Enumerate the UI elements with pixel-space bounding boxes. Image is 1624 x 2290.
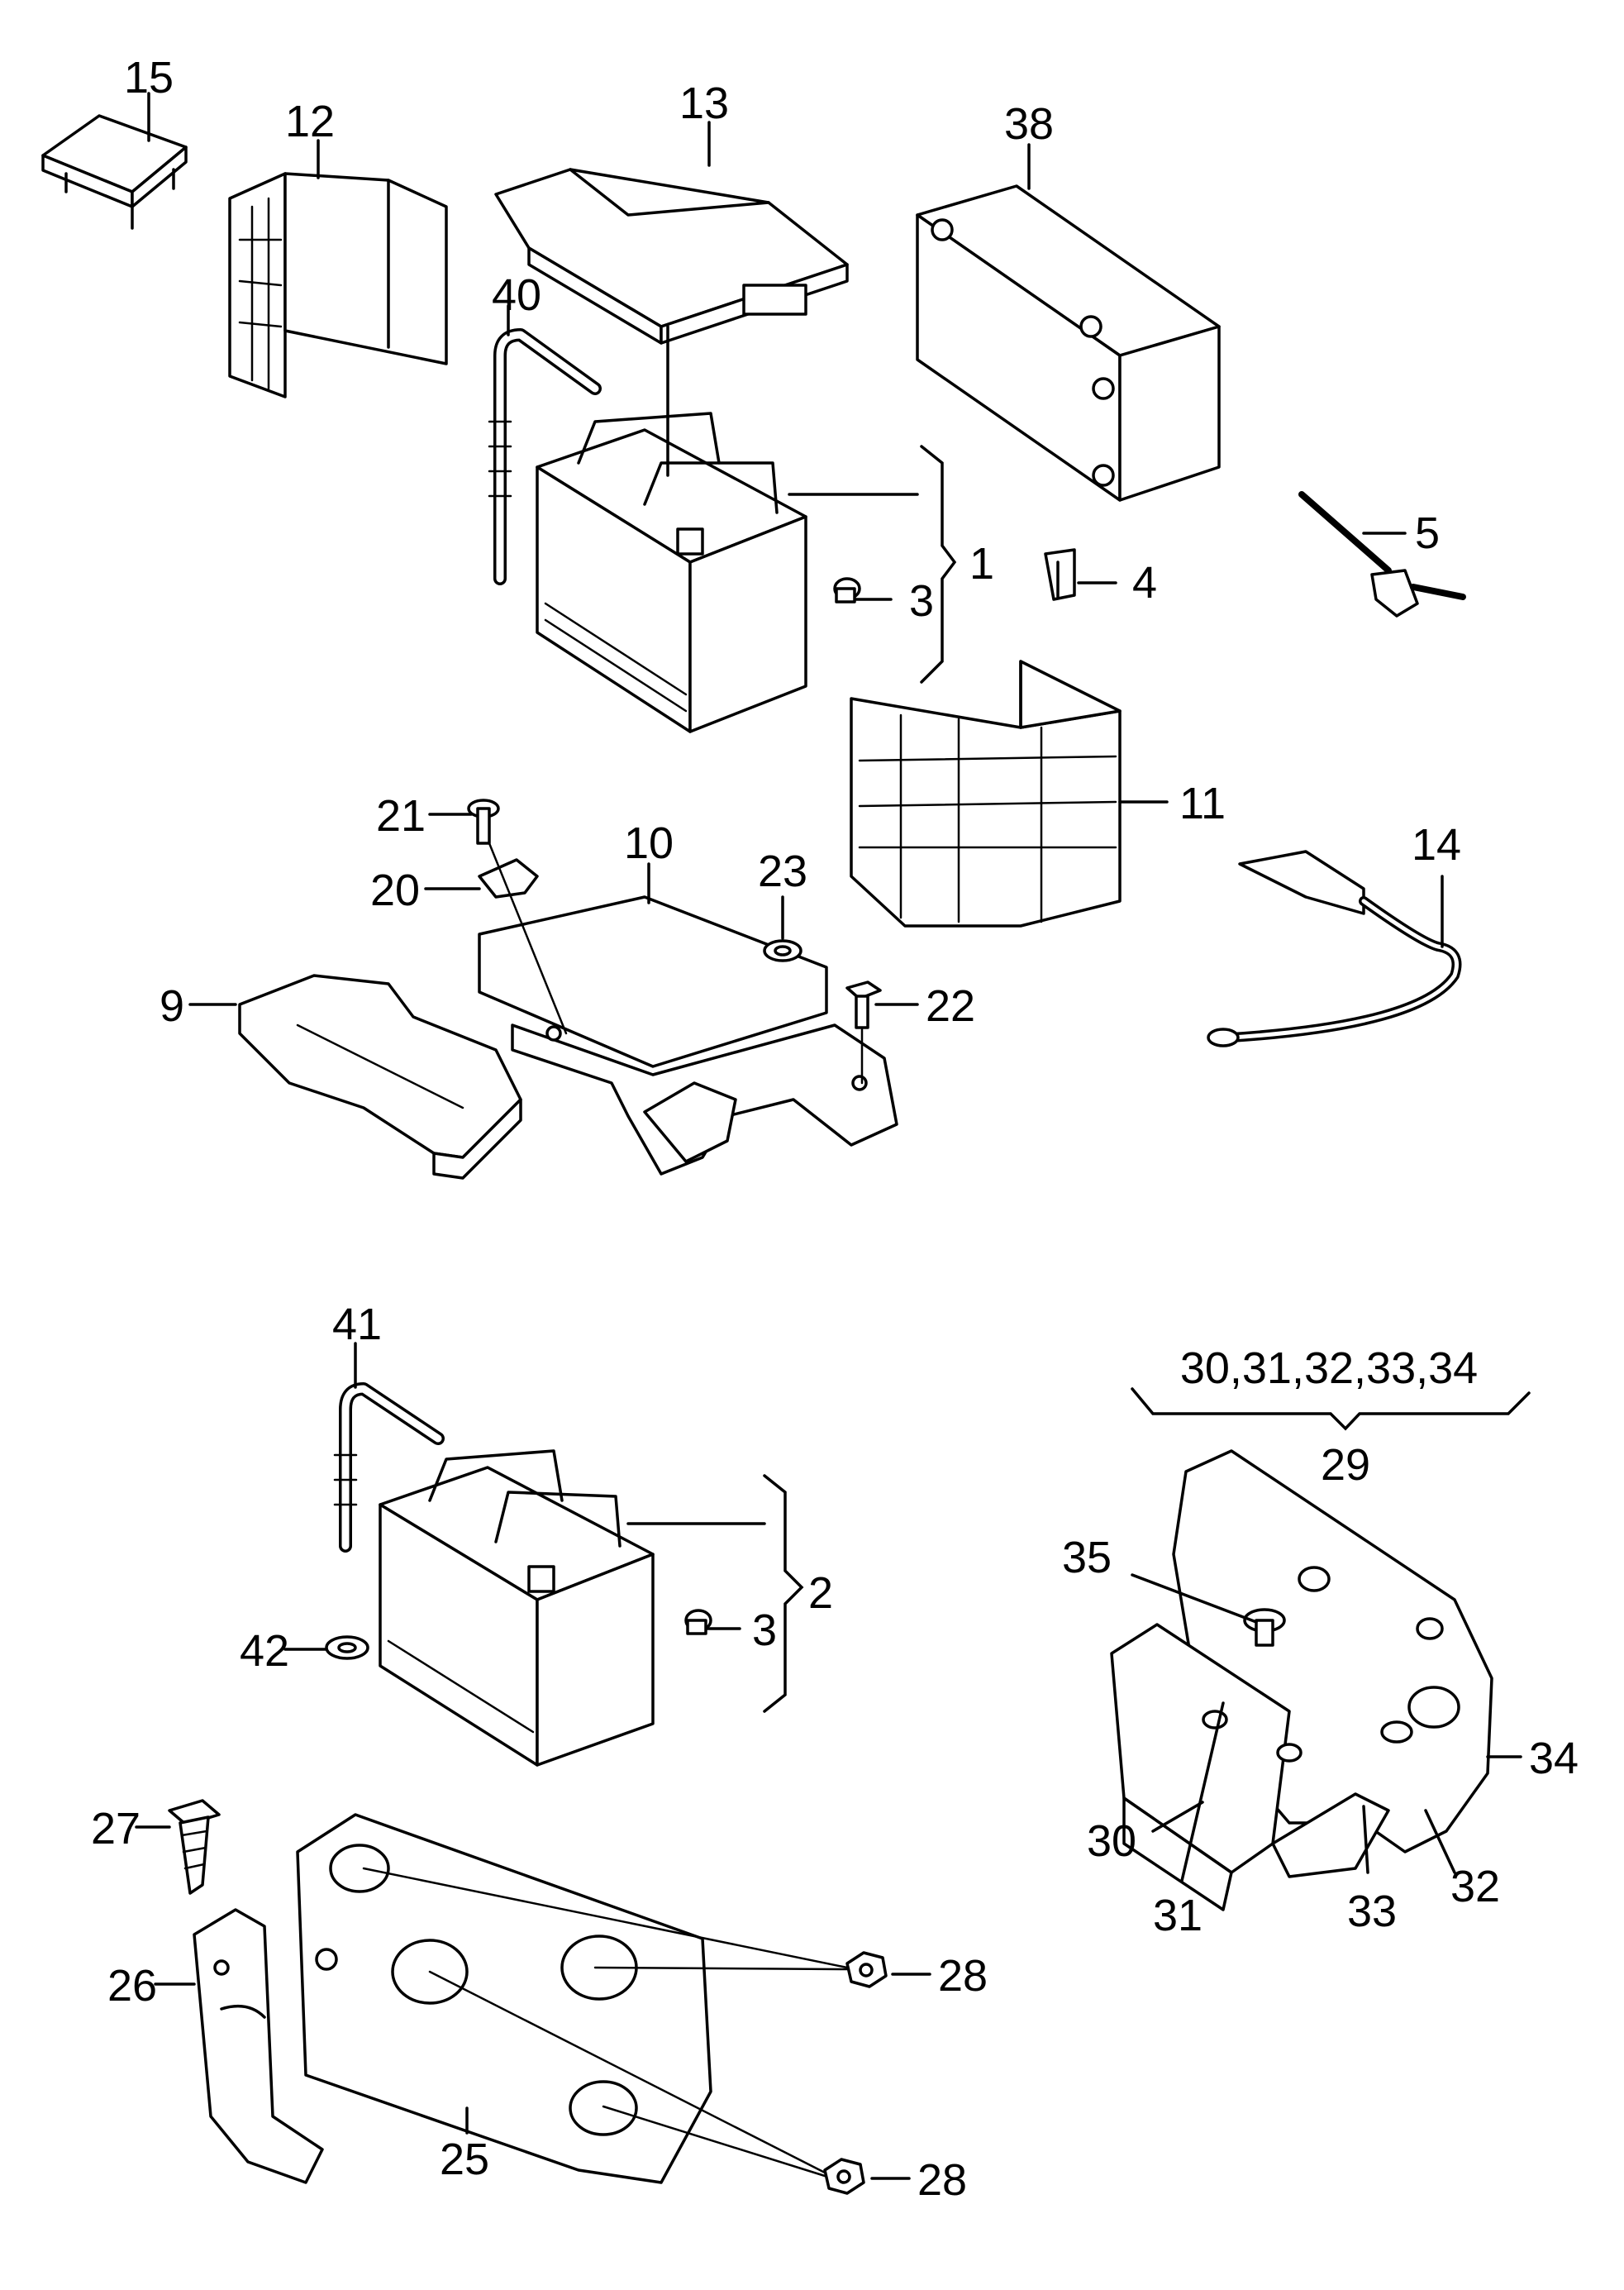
callout-11: 11	[1179, 779, 1226, 828]
callout-20: 20	[370, 866, 420, 915]
callout-28-upper: 28	[938, 1951, 988, 2001]
part-14-ground-cable	[1207, 850, 1462, 1047]
callout-34: 34	[1529, 1734, 1579, 1783]
callout-26: 26	[107, 1961, 157, 2011]
callout-30: 30	[1087, 1816, 1136, 1866]
part-26-bracket	[193, 1908, 324, 2184]
callout-29-group: 30,31,32,33,34	[1180, 1343, 1478, 1393]
part-20-clamp	[478, 858, 539, 899]
part-2-battery	[379, 1449, 655, 1767]
callout-35: 35	[1062, 1533, 1112, 1582]
callout-13: 13	[679, 79, 729, 128]
part-38-insulation-box	[916, 184, 1221, 502]
part-29-fuse-holder	[1110, 1449, 1493, 1911]
part-10-battery-tray	[478, 895, 898, 1176]
callout-42: 42	[240, 1626, 289, 1676]
part-42-washer	[325, 1635, 369, 1660]
callout-23: 23	[758, 847, 807, 896]
part-12-insulation-sleeve	[228, 172, 448, 398]
part-5-sensor	[1298, 491, 1466, 618]
part-1-battery	[536, 412, 807, 733]
callout-40: 40	[492, 270, 541, 320]
callout-5: 5	[1415, 508, 1440, 558]
callout-25: 25	[440, 2135, 489, 2184]
callout-29: 29	[1321, 1440, 1370, 1490]
callout-3-lower: 3	[752, 1605, 777, 1655]
callout-14: 14	[1412, 820, 1461, 870]
callout-28-lower: 28	[917, 2155, 967, 2205]
callout-41: 41	[332, 1300, 382, 1349]
part-40-vent-hose	[488, 328, 602, 585]
callout-22: 22	[926, 981, 975, 1031]
part-9-cover	[238, 974, 522, 1180]
part-27-bolt	[168, 1799, 221, 1895]
callout-2: 2	[808, 1568, 833, 1618]
callout-9: 9	[160, 981, 184, 1031]
part-35-screw	[1243, 1608, 1286, 1647]
part-4-clip	[1044, 548, 1076, 601]
callout-4: 4	[1132, 558, 1157, 608]
callout-1: 1	[969, 539, 994, 589]
part-28-nut-upper	[845, 1951, 888, 1988]
part-25-cover	[296, 1813, 712, 2184]
callout-31: 31	[1153, 1891, 1203, 1940]
part-28-nut-lower	[823, 2158, 865, 2195]
part-11-insulation-sleeve	[850, 660, 1122, 928]
part-13-battery-cover	[494, 168, 849, 345]
callout-38: 38	[1004, 99, 1054, 149]
part-41-vent-hose	[333, 1382, 445, 1553]
callout-21: 21	[376, 791, 426, 841]
part-21-bolt	[467, 799, 500, 845]
part-15-cap	[41, 114, 188, 230]
part-3-screw-plug	[833, 577, 861, 604]
callout-32: 32	[1450, 1862, 1500, 1911]
callout-12: 12	[285, 97, 335, 146]
part-23-washer	[763, 939, 802, 962]
part-3-screw-plug-lower	[684, 1609, 712, 1635]
callout-33: 33	[1347, 1887, 1397, 1936]
callout-15: 15	[124, 53, 174, 103]
callout-10: 10	[624, 818, 674, 868]
callout-3-upper: 3	[909, 576, 934, 626]
callout-27: 27	[91, 1804, 140, 1853]
